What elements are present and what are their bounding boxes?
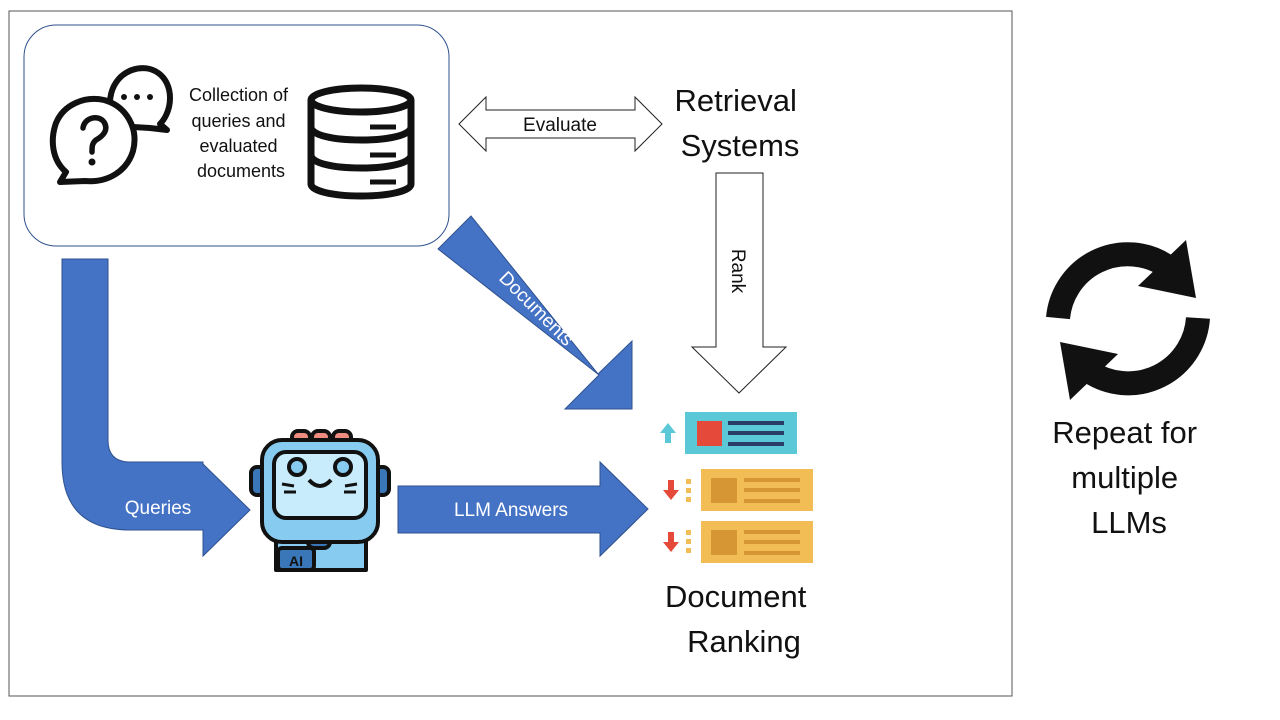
chat-question-icon <box>49 65 173 185</box>
repeat-line-1: Repeat for <box>1052 415 1197 450</box>
refresh-cycle-icon <box>1046 242 1210 396</box>
documents-arrow <box>437 215 633 410</box>
collection-line-2: queries and <box>191 111 285 131</box>
repeat-text: Repeat for multiple LLMs <box>1052 415 1205 540</box>
refresh-arrowhead-bottom <box>1060 342 1118 400</box>
robot-ai-badge: AI <box>289 553 303 569</box>
rank-up-arrow-icon <box>660 423 676 443</box>
collection-line-4: documents <box>197 161 285 181</box>
llm-answers-label: LLM Answers <box>454 500 568 521</box>
retrieval-line-2: Systems <box>681 128 800 163</box>
evaluate-label: Evaluate <box>523 115 597 136</box>
document-ranking-line-2: Ranking <box>687 624 801 659</box>
document-ranking-text: Document Ranking <box>665 579 815 659</box>
evaluate-double-arrow <box>458 95 663 153</box>
ranked-documents-icon <box>660 412 813 563</box>
database-icon <box>307 84 415 200</box>
llm-answers-arrow <box>397 460 649 558</box>
repeat-line-2: multiple <box>1071 460 1178 495</box>
refresh-arrowhead-top <box>1138 240 1196 298</box>
repeat-line-3: LLMs <box>1091 505 1167 540</box>
queries-arrow <box>61 258 251 558</box>
rank-label: Rank <box>727 249 748 294</box>
rank-down-arrow-icon-1 <box>663 480 679 500</box>
rank-down-arrow <box>690 172 788 394</box>
robot-ai-icon: AI <box>249 429 391 572</box>
retrieval-systems-text: Retrieval Systems <box>675 83 806 163</box>
queries-label: Queries <box>125 498 192 519</box>
collection-line-1: Collection of <box>189 85 289 105</box>
rank-down-arrow-icon-2 <box>663 532 679 552</box>
collection-text: Collection of queries and evaluated docu… <box>189 85 293 181</box>
document-ranking-line-1: Document <box>665 579 807 614</box>
retrieval-line-1: Retrieval <box>675 83 797 118</box>
collection-line-3: evaluated <box>199 136 277 156</box>
